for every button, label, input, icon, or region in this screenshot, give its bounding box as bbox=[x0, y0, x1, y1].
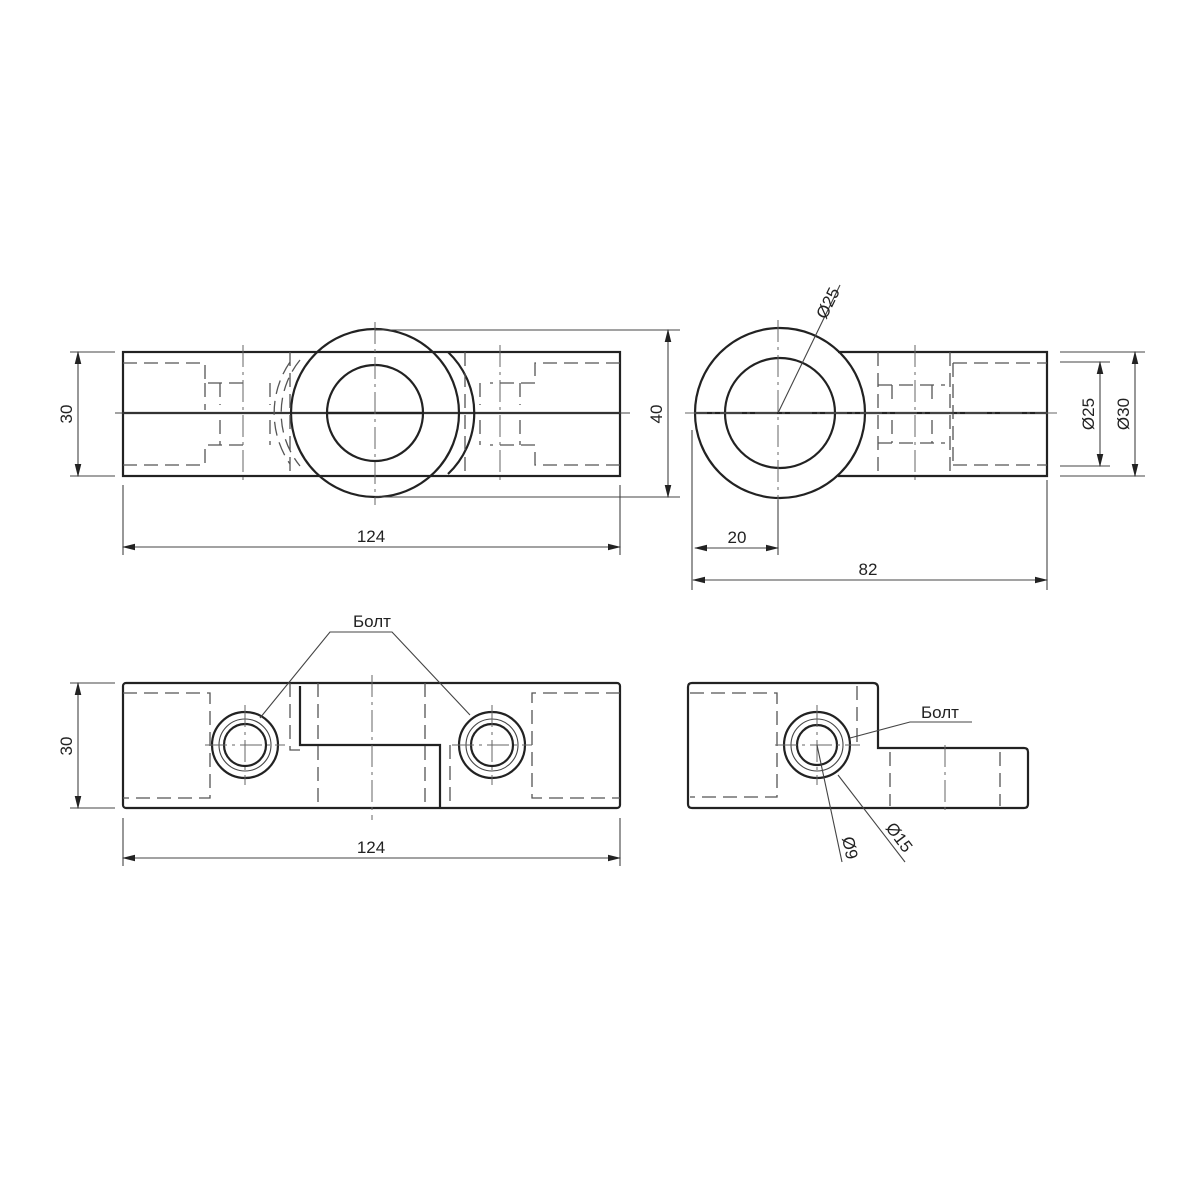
length-dim-label: 124 bbox=[357, 527, 385, 546]
diameter-height-dim-label: 40 bbox=[647, 405, 666, 424]
offset-dim-label: 20 bbox=[728, 528, 747, 547]
inner-hole-label: Ø9 bbox=[838, 835, 861, 861]
bolt-leader bbox=[259, 631, 471, 719]
inner-hole-leader bbox=[816, 744, 843, 863]
bottom-right-view: Болт Ø9 Ø15 bbox=[686, 681, 1030, 863]
length-dim-label: 82 bbox=[859, 560, 878, 579]
bolt-hole-left bbox=[205, 705, 285, 785]
body-outline bbox=[686, 681, 1030, 810]
height-dim-label: 30 bbox=[57, 737, 76, 756]
bolt-label: Болт bbox=[353, 612, 391, 631]
outer-dim-label: Ø30 bbox=[1114, 398, 1133, 430]
inner-dim-label: Ø25 bbox=[1079, 398, 1098, 430]
outer-hole-leader bbox=[837, 774, 906, 863]
top-left-view: 30 124 40 bbox=[57, 322, 680, 555]
bottom-left-view: Болт 30 124 bbox=[57, 612, 622, 866]
length-dim-label: 124 bbox=[357, 838, 385, 857]
top-right-view: Ø25 20 82 Ø25 Ø30 bbox=[685, 285, 1145, 590]
height-dim-label: 30 bbox=[57, 405, 76, 424]
bolt-label: Болт bbox=[921, 703, 959, 722]
bolt-hole-right bbox=[452, 705, 532, 785]
bolt-leader bbox=[849, 721, 972, 739]
outer-hole-label: Ø15 bbox=[882, 819, 917, 856]
diameter-leader bbox=[777, 284, 841, 414]
hole-diameter-label: Ø25 bbox=[813, 285, 844, 322]
